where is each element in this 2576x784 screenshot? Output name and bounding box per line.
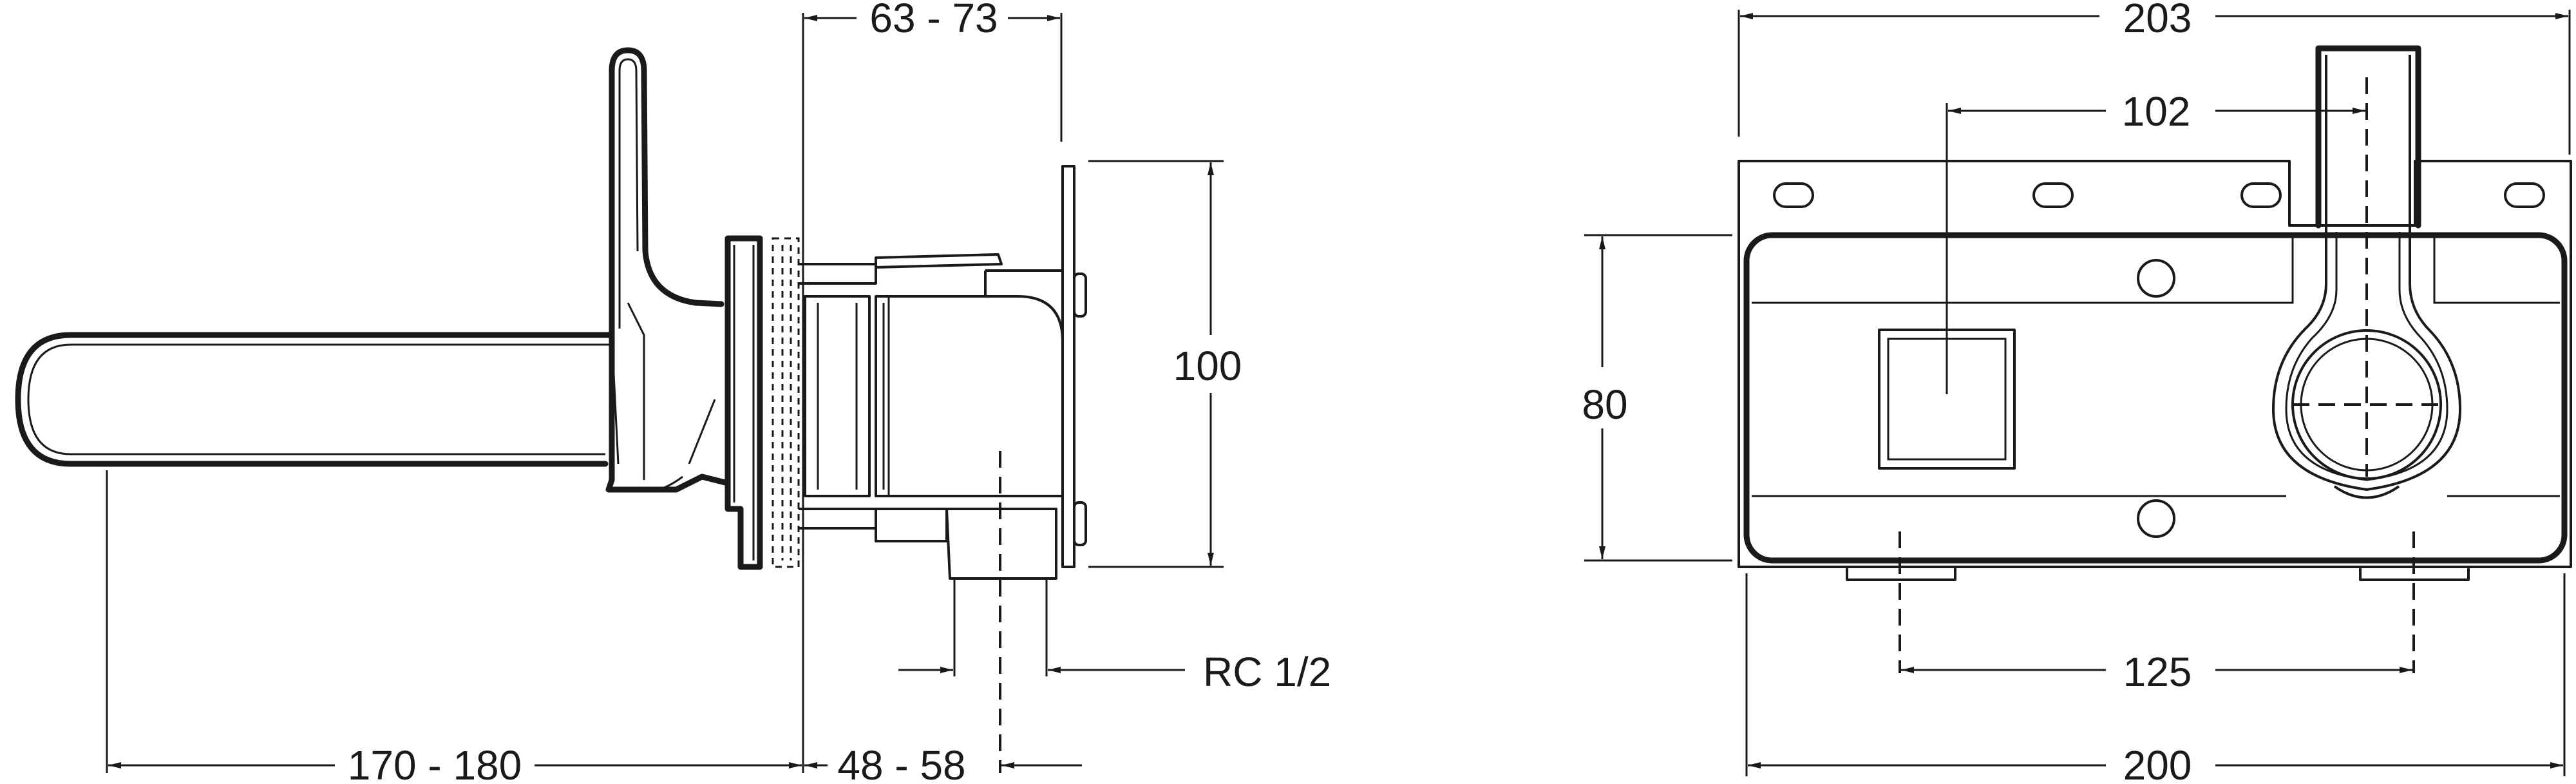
valve-lower-block [875,508,948,542]
dim-label-203: 203 [2123,0,2192,41]
dim-label-200: 200 [2123,742,2192,784]
mounting-plate-front [1738,160,2572,568]
valve-housing [875,295,1064,497]
dim-label-48-58: 48 - 58 [837,742,965,784]
wall-plate-dashed [772,237,800,568]
mounting-slot-4 [2504,182,2545,208]
dim-label-125: 125 [2123,649,2192,695]
dim-extension-height [1088,160,1224,568]
side-view: 63 - 73 100 RC 1/2 170 - 180 48 - 58 [15,0,1331,784]
dim-label-rc-1-2: RC 1/2 [1203,649,1331,695]
mounting-slot-3 [2240,182,2282,208]
spout [15,332,615,467]
valve-body [875,253,1003,269]
dim-label-63-73: 63 - 73 [869,0,998,41]
screw-hole-bottom [2137,499,2175,538]
inner-frame-top [1752,235,2560,304]
inner-housing [804,295,871,497]
bolt-top [1073,272,1087,318]
dim-label-170-180: 170 - 180 [348,742,522,784]
mounting-slot-1 [1773,182,1814,208]
cover-plate-front [1743,232,2568,564]
dim-label-102: 102 [2122,88,2191,135]
body-contour [627,302,645,480]
cover-plate-inner [733,245,755,560]
outlet-port [945,508,1057,580]
bolt-bottom [1073,501,1087,546]
lever-handle [609,47,724,338]
valve-top-step [984,269,1063,296]
dim-extension-80 [1584,234,1732,562]
mounting-slot-2 [2032,182,2074,208]
body-contour-2 [688,399,716,464]
dim-extension-top [802,13,1063,216]
spout-joint [611,334,620,464]
screw-hole-top [2137,259,2175,298]
wall-plate-dashed-inner [781,245,792,560]
mounting-plate [1061,165,1075,568]
dim-extension-thread [953,580,1048,676]
lever-front-top [2315,45,2421,229]
inner-housing-lines [817,303,858,490]
spout-inner [27,343,612,455]
dim-extension-200 [1745,573,2566,776]
spout-body [605,332,731,493]
lever-base [2333,485,2400,499]
dim-label-100: 100 [1173,343,1242,389]
front-view: 203 102 80 125 200 [1582,0,2572,784]
body-curve [637,475,683,492]
valve-housing-inner [882,296,890,496]
dim-label-80: 80 [1582,381,1627,428]
lever-disc [2291,329,2442,480]
lever-front-body [2272,55,2461,491]
connecting-rods [799,263,877,530]
dim-extension-203 [1738,10,2571,155]
lever-handle-inner [618,58,639,329]
cover-plate [724,235,763,570]
